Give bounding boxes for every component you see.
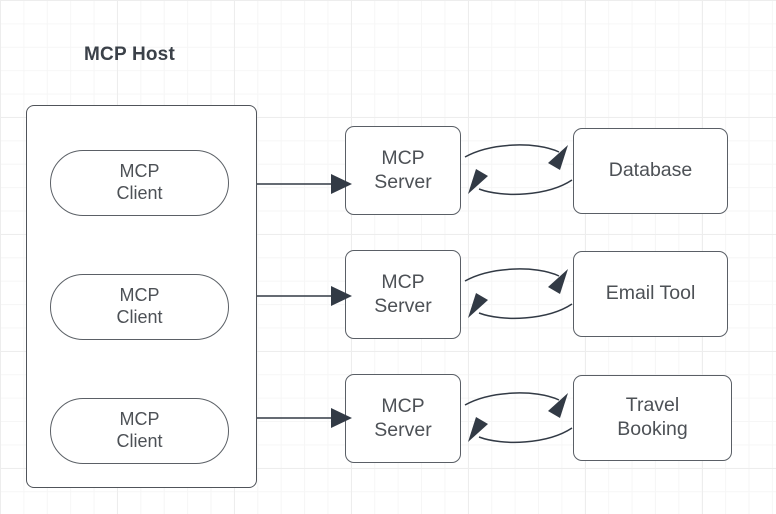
arrowhead-icon [468,417,488,442]
arrowhead-icon [468,169,488,194]
edge-server1-database-forward [464,144,568,170]
arrowhead-icon [548,393,568,418]
arrowhead-icon [548,269,568,294]
edge-client3-server3 [257,408,352,428]
travel-booking-node[interactable]: Travel Booking [573,375,732,461]
mcp-server-3[interactable]: MCP Server [345,374,461,463]
mcp-client-1[interactable]: MCP Client [50,150,229,216]
edge-travelbooking-server3-return [468,417,573,444]
mcp-server-2[interactable]: MCP Server [345,250,461,339]
edge-emailtool-server2-return [468,293,573,320]
mcp-client-3[interactable]: MCP Client [50,398,229,464]
host-title-label: MCP Host [84,44,175,65]
database-node[interactable]: Database [573,128,728,214]
edge-server2-emailtool-forward [464,268,568,294]
edge-server3-travelbooking-forward [464,392,568,418]
edge-database-server1-return [468,169,573,196]
arrowhead-icon [548,145,568,170]
edge-client2-server2 [257,286,352,306]
mcp-client-2[interactable]: MCP Client [50,274,229,340]
arrowhead-icon [468,293,488,318]
edge-client1-server1 [257,174,352,194]
mcp-server-1[interactable]: MCP Server [345,126,461,215]
email-tool-node[interactable]: Email Tool [573,251,728,337]
